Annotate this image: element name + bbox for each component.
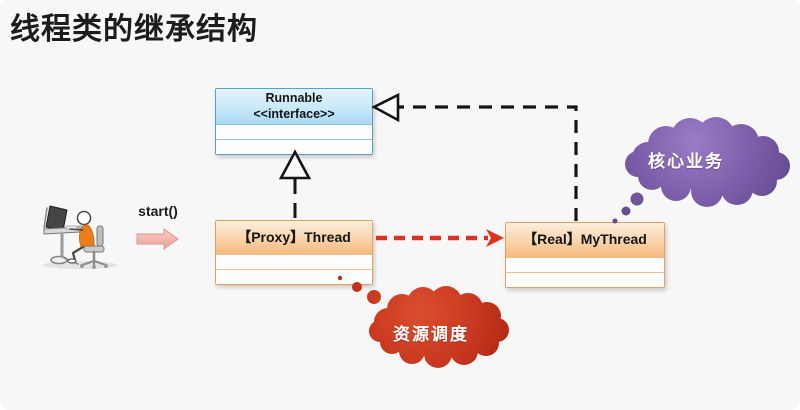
class-box-proxy-thread: 【Proxy】Thread	[215, 220, 373, 285]
class-box-proxy-header: 【Proxy】Thread	[216, 221, 372, 254]
class-box-proxy-methods	[216, 269, 372, 284]
implements-arrow-proxy-to-runnable	[278, 149, 312, 220]
start-call-label: start()	[138, 203, 178, 219]
thought-tail-dot	[367, 290, 381, 304]
thought-tail-dot	[630, 192, 644, 206]
class-box-proxy-attributes	[216, 254, 372, 269]
class-box-real-header: 【Real】MyThread	[506, 223, 664, 257]
class-box-real-attributes	[506, 257, 664, 272]
class-name-runnable: Runnable	[265, 90, 323, 105]
class-name-real-mythread: 【Real】MyThread	[523, 231, 647, 248]
class-name-proxy-thread: 【Proxy】Thread	[237, 228, 351, 245]
class-box-runnable: Runnable <<interface>>	[215, 88, 373, 155]
person-at-computer-illustration	[43, 205, 117, 269]
thought-tail-dot	[621, 206, 631, 216]
class-box-runnable-header: Runnable <<interface>>	[216, 89, 372, 124]
core-business-label: 核心业务	[648, 152, 724, 171]
class-box-real-methods	[506, 272, 664, 287]
page-title: 线程类的继承结构	[10, 13, 258, 46]
class-box-runnable-attributes	[216, 124, 372, 139]
implements-arrow-real-to-runnable	[371, 92, 578, 221]
proxy-call-arrow	[376, 229, 504, 247]
class-box-runnable-methods	[216, 139, 372, 154]
class-stereotype-interface: <<interface>>	[253, 106, 335, 121]
resource-scheduling-label: 资源调度	[393, 325, 469, 344]
start-arrow-icon	[136, 228, 179, 250]
class-box-real-mythread: 【Real】MyThread	[505, 222, 665, 288]
